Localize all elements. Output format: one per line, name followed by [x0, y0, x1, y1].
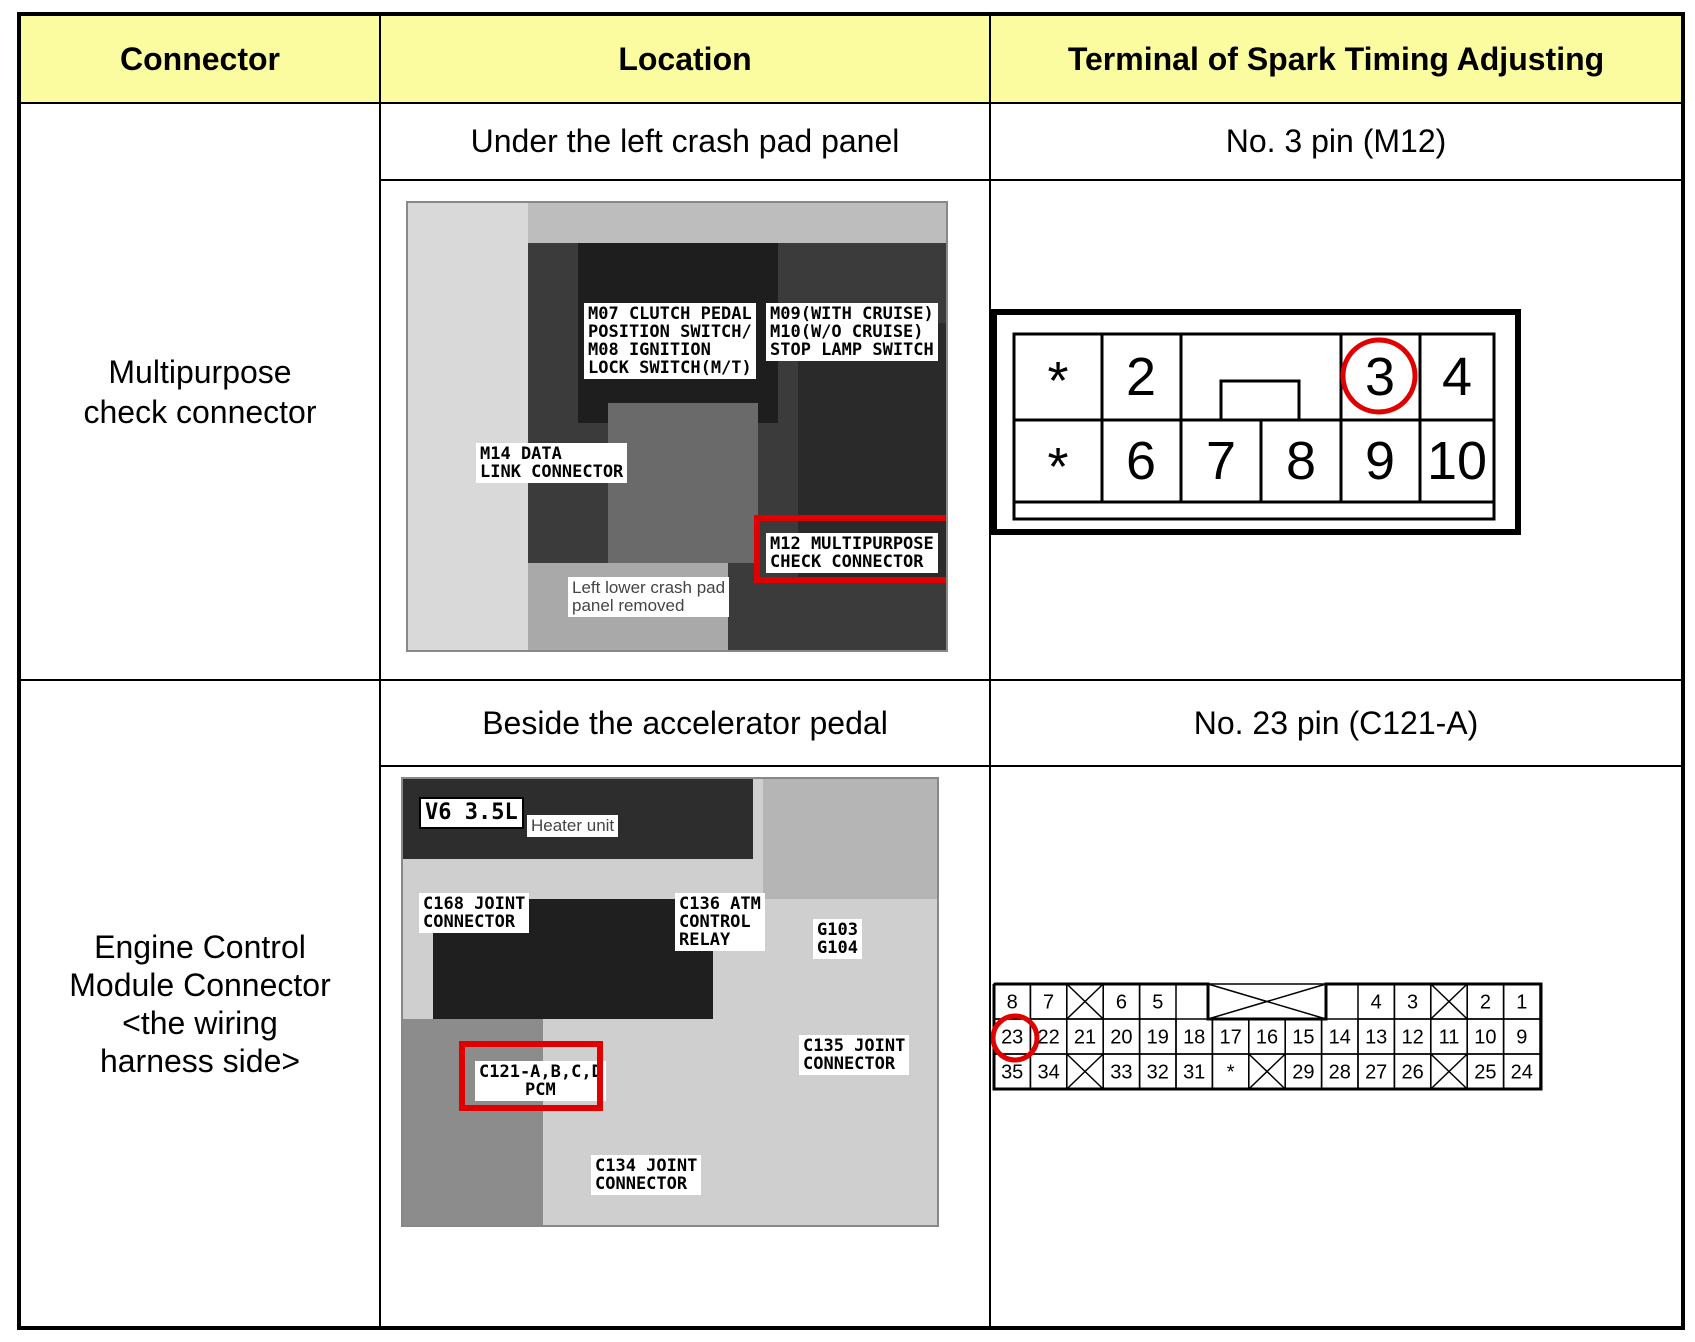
ecm-pin-r3-4: 32 — [1147, 1062, 1169, 1084]
ecm-pin-11: 11 — [1439, 1027, 1460, 1049]
label-m14: M14 DATA LINK CONNECTOR — [476, 443, 628, 483]
ecm-connector-photo: V6 3.5L Heater unit C168 JOINT CONNECTOR… — [401, 777, 939, 1227]
label-m09: M09(WITH CRUISE) M10(W/O CRUISE) STOP LA… — [766, 303, 938, 361]
ecm-pin-16: 16 — [1256, 1027, 1278, 1049]
m12-pin-6: 6 — [1126, 431, 1156, 491]
multipurpose-connector-photo: M07 CLUTCH PEDAL POSITION SWITCH/ M08 IG… — [406, 201, 948, 652]
row2-connector-name: Engine Control Module Connector <the wir… — [18, 679, 381, 1329]
ecm-pin-12: 12 — [1401, 1027, 1423, 1049]
ecm-pin-r3-1: 34 — [1037, 1062, 1059, 1084]
ecm-pin-9: 9 — [1516, 1027, 1527, 1049]
ecm-pin-r1-0: 8 — [1007, 992, 1018, 1014]
ecm-pin-r1-9: 4 — [1371, 992, 1382, 1014]
ecm-pin-r1-10: 3 — [1407, 992, 1418, 1014]
ecm-pin-13: 13 — [1365, 1027, 1387, 1049]
row1-terminal-figure: * 2 3 4 * 6 7 8 9 10 — [989, 179, 1684, 681]
m12-pin-2: 2 — [1126, 347, 1156, 407]
ecm-pin-17: 17 — [1219, 1027, 1241, 1049]
label-heater-unit: Heater unit — [527, 815, 619, 837]
pin-3-highlight-circle — [1340, 337, 1418, 415]
label-c136: C136 ATM CONTROL RELAY — [675, 893, 765, 951]
row1-terminal: No. 3 pin (M12) — [989, 102, 1684, 181]
m12-pin-star-top: * — [1047, 351, 1068, 411]
label-engine: V6 3.5L — [419, 797, 524, 829]
c121-highlight-box — [459, 1041, 603, 1111]
row1-connector-name: Multipurpose check connector — [18, 102, 381, 681]
ecm-pin-r1-3: 6 — [1116, 992, 1127, 1014]
row2-terminal: No. 23 pin (C121-A) — [989, 679, 1684, 767]
row1-location-figure: M07 CLUTCH PEDAL POSITION SWITCH/ M08 IG… — [379, 179, 991, 681]
row1-location: Under the left crash pad panel — [379, 102, 991, 181]
m12-pin-9: 9 — [1365, 431, 1395, 491]
ecm-pin-19: 19 — [1147, 1027, 1169, 1049]
ecm-pin-r1-1: 7 — [1043, 992, 1054, 1014]
label-m07: M07 CLUTCH PEDAL POSITION SWITCH/ M08 IG… — [584, 303, 756, 379]
ecm-pin-r3-8: 29 — [1292, 1062, 1314, 1084]
label-c168: C168 JOINT CONNECTOR — [419, 893, 530, 933]
label-c121: C121-A,B,C,D PCM — [475, 1061, 606, 1101]
ecm-pin-r3-11: 26 — [1401, 1062, 1423, 1084]
ecm-pin-r3-3: 33 — [1110, 1062, 1132, 1084]
ecm-pin-18: 18 — [1183, 1027, 1205, 1049]
m12-pin-8: 8 — [1286, 431, 1316, 491]
row2-location-figure: V6 3.5L Heater unit C168 JOINT CONNECTOR… — [379, 765, 991, 1329]
ecm-pin-22: 22 — [1037, 1027, 1059, 1049]
m12-pin-7: 7 — [1206, 431, 1236, 491]
ecm-pin-r3-13: 25 — [1474, 1062, 1496, 1084]
ecm-pin-15: 15 — [1292, 1027, 1314, 1049]
ecm-pin-23: 23 — [1001, 1027, 1023, 1049]
ecm-pin-10: 10 — [1474, 1027, 1496, 1049]
label-c135: C135 JOINT CONNECTOR — [799, 1035, 910, 1075]
label-panel-removed: Left lower crash pad panel removed — [568, 577, 730, 617]
ecm-pin-r1-12: 2 — [1480, 992, 1491, 1014]
label-g103: G103 G104 — [813, 919, 862, 959]
ecm-pin-r3-5: 31 — [1183, 1062, 1205, 1084]
ecm-pin-r3-9: 28 — [1329, 1062, 1351, 1084]
pin-23-highlight-circle — [991, 1013, 1040, 1063]
header-location: Location — [379, 13, 991, 104]
ecm-pin-21: 21 — [1074, 1027, 1096, 1049]
label-m12: M12 MULTIPURPOSE CHECK CONNECTOR — [766, 533, 938, 573]
connector-table: Connector Location Terminal of Spark Tim… — [17, 12, 1685, 1330]
header-terminal: Terminal of Spark Timing Adjusting — [989, 13, 1684, 104]
row2-location: Beside the accelerator pedal — [379, 679, 991, 767]
ecm-pin-14: 14 — [1329, 1027, 1351, 1049]
ecm-pin-r3-14: 24 — [1511, 1062, 1533, 1084]
m12-pin-10: 10 — [1427, 431, 1487, 491]
ecm-pin-r3-10: 27 — [1365, 1062, 1387, 1084]
m12-highlight-box — [754, 515, 946, 583]
m12-pin-star-bottom: * — [1047, 437, 1068, 497]
m12-pin-diagram: * 2 3 4 * 6 7 8 9 10 — [991, 309, 1521, 535]
ecm-pin-r1-13: 1 — [1516, 992, 1527, 1014]
m12-pin-4: 4 — [1442, 347, 1472, 407]
header-connector: Connector — [18, 13, 381, 104]
ecm-pin-r3-6: * — [1227, 1062, 1235, 1084]
m12-pin-3: 3 — [1365, 347, 1395, 407]
label-c134: C134 JOINT CONNECTOR — [591, 1155, 702, 1195]
ecm-pin-r3-0: 35 — [1001, 1062, 1023, 1084]
ecm-pin-20: 20 — [1110, 1027, 1132, 1049]
ecm-pin-r1-4: 5 — [1152, 992, 1163, 1014]
